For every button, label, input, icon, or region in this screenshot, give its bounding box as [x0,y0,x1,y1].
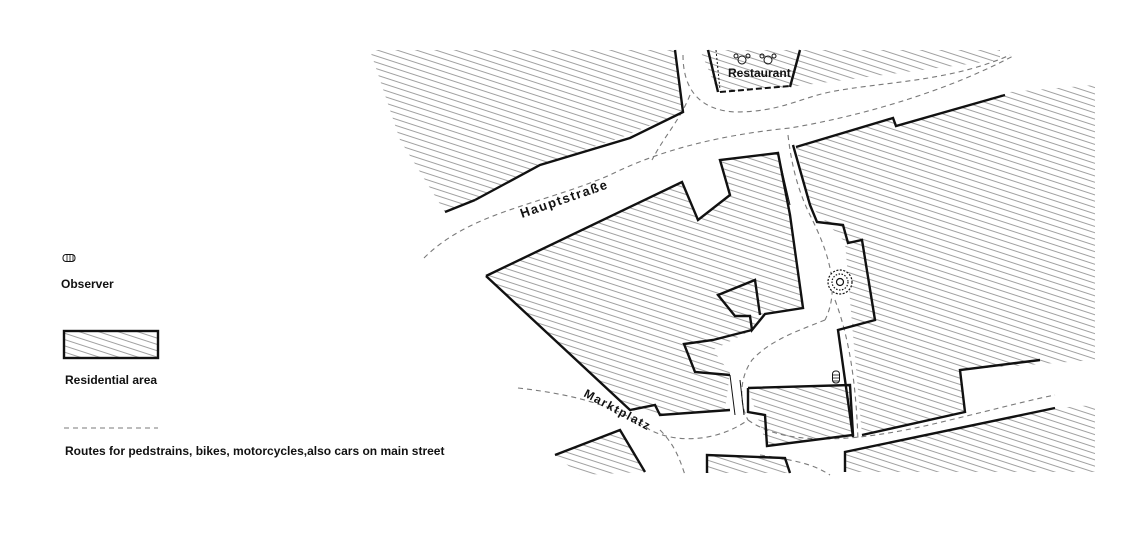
outline-central-south [485,275,731,417]
route-market [517,387,749,440]
outline-restaurant-front [788,49,802,88]
outline-south-block [746,383,855,448]
outline-restaurant [706,49,720,93]
legend-residential-label: Residential area [65,373,158,387]
building-outlines [444,49,1056,474]
outline-northeast [795,93,1006,149]
route-south-branch [659,429,686,476]
residential-block-northeast [796,85,1095,435]
outline-square-west [682,328,753,377]
residential-block-northwest [370,50,683,212]
route-north-junction [651,94,691,161]
tree-icon [827,269,853,295]
outline-passage-east [791,144,877,438]
legend-residential-swatch [62,329,160,360]
restaurant-front-dashed [719,85,791,93]
outline-east [861,358,1041,437]
legend-observer-icon [62,254,76,262]
restaurant-left-wall [715,49,721,91]
residential-block-southwest [555,430,645,475]
legend-observer-label: Observer [61,277,114,291]
restaurant-tables-icon [733,53,777,65]
outline-residential-left [444,198,476,214]
route-east [834,299,859,441]
outline-southeast [843,406,1056,472]
main-street-label: Hauptstraße [518,177,610,221]
residential-block-southeast [845,405,1095,472]
route-passage [787,134,833,321]
outline-bottom [705,453,792,474]
outline-southwest [554,428,647,473]
route-main-street [423,54,1016,259]
route-south [747,394,1056,440]
legend-routes-label: Routes for pedstrains, bikes, motorcycle… [65,444,445,458]
observer-icon-map [832,370,840,384]
outline-central [485,151,805,333]
passage-lines [729,144,809,416]
route-bottom [759,454,831,476]
residential-block-south [748,385,853,446]
residential-block-restaurant [700,50,1000,92]
routes [423,54,1056,476]
route-north-loop [682,54,1011,113]
outline-northwest [474,49,685,202]
residential-block-bottom [707,455,790,473]
restaurant-label: Restaurant [728,66,791,80]
